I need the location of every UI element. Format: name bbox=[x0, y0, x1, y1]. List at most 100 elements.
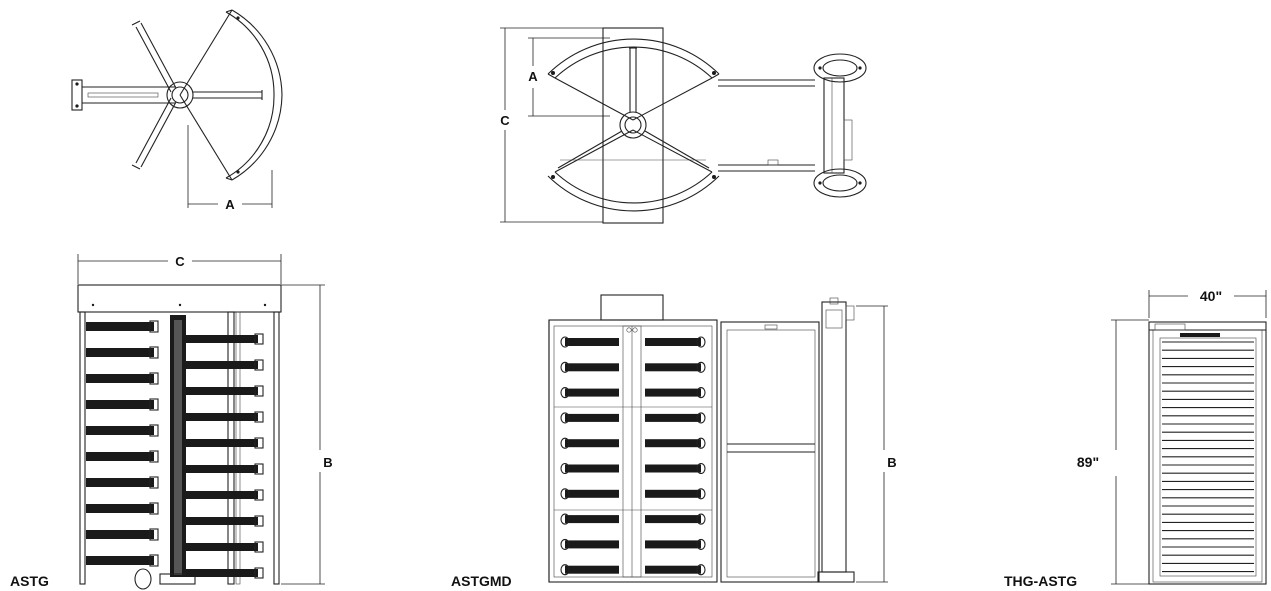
bar-left bbox=[565, 388, 619, 397]
bar-cap bbox=[560, 538, 570, 550]
bar-left bbox=[86, 452, 154, 461]
bar-left bbox=[86, 374, 154, 383]
rotor-bars-front1 bbox=[86, 320, 264, 579]
gate-extension bbox=[718, 53, 867, 198]
bar-cap bbox=[149, 528, 159, 541]
bar-cap bbox=[254, 489, 264, 501]
bar-cap bbox=[149, 320, 159, 333]
bar-cap bbox=[696, 538, 706, 550]
frame-outline bbox=[602, 27, 664, 224]
post-base-bottom bbox=[813, 168, 867, 198]
bar-cap bbox=[149, 502, 159, 515]
bar-cap bbox=[560, 361, 570, 373]
dimension-b-front1: B bbox=[281, 284, 333, 585]
bar-cap bbox=[254, 515, 264, 527]
bar-left bbox=[565, 464, 619, 473]
bar-cap bbox=[560, 437, 570, 449]
bar-right bbox=[186, 517, 258, 525]
bar-cap bbox=[254, 567, 264, 579]
bar-left bbox=[86, 478, 154, 487]
bar-right bbox=[186, 335, 258, 343]
motor-housing bbox=[600, 294, 664, 321]
dim-label-40in: 40" bbox=[1200, 288, 1222, 304]
bar-left bbox=[86, 400, 154, 409]
bar-cap bbox=[149, 424, 159, 437]
bar-cap bbox=[254, 541, 264, 553]
dim-label-c-2: C bbox=[500, 113, 510, 128]
bar-cap bbox=[149, 450, 159, 463]
bar-right bbox=[186, 543, 258, 551]
bar-cap bbox=[696, 336, 706, 348]
bar-cap bbox=[696, 412, 706, 424]
bar-left bbox=[565, 565, 619, 574]
bar-cap bbox=[696, 564, 706, 576]
top-view-astgmd: A C bbox=[500, 27, 867, 224]
bar-right bbox=[645, 439, 701, 448]
bar-cap bbox=[696, 513, 706, 525]
bar-right bbox=[645, 363, 701, 372]
bar-cap bbox=[254, 359, 264, 371]
dimension-height-front3: 89" bbox=[1077, 319, 1149, 585]
dim-label-c-1: C bbox=[175, 254, 185, 269]
bar-cap bbox=[560, 412, 570, 424]
dim-label-a-2: A bbox=[528, 69, 538, 84]
dimension-c-front1: C bbox=[77, 254, 282, 284]
bar-cap bbox=[254, 463, 264, 475]
top-view-astg: A bbox=[71, 9, 283, 212]
bar-right bbox=[645, 515, 701, 524]
bar-right bbox=[186, 491, 258, 499]
bar-cap bbox=[696, 437, 706, 449]
bar-cap bbox=[560, 336, 570, 348]
dimension-width-front3: 40" bbox=[1148, 288, 1267, 318]
bar-cap bbox=[149, 554, 159, 567]
bar-right bbox=[186, 413, 258, 421]
bar-left bbox=[86, 530, 154, 539]
front-view-astg: C B ASTG bbox=[10, 254, 333, 590]
gate-post bbox=[821, 301, 847, 573]
bar-cap bbox=[254, 411, 264, 423]
dim-label-a: A bbox=[225, 197, 235, 212]
rotor-bars-front2 bbox=[560, 336, 706, 576]
bar-left bbox=[565, 515, 619, 524]
bar-right bbox=[645, 413, 701, 422]
bar-right bbox=[645, 489, 701, 498]
bar-left bbox=[565, 338, 619, 346]
bar-right bbox=[186, 439, 258, 447]
bar-cap bbox=[149, 476, 159, 489]
post-base-top bbox=[813, 53, 867, 83]
bar-cap bbox=[560, 513, 570, 525]
dim-label-89in: 89" bbox=[1077, 454, 1099, 470]
bar-left bbox=[86, 426, 154, 435]
bar-left bbox=[565, 439, 619, 448]
rotor-hub bbox=[166, 81, 194, 109]
bar-right bbox=[645, 464, 701, 473]
bar-right bbox=[645, 388, 701, 397]
cabinet-thg bbox=[1148, 321, 1267, 585]
bar-cap bbox=[149, 346, 159, 359]
bar-cap bbox=[560, 387, 570, 399]
bar-cap bbox=[254, 437, 264, 449]
wall-plate bbox=[71, 79, 83, 111]
bar-left bbox=[86, 556, 154, 565]
model-label-thg-astg: THG-ASTG bbox=[1004, 573, 1077, 589]
model-label-astg: ASTG bbox=[10, 573, 49, 589]
front-view-astgmd: B ASTGMD bbox=[451, 294, 897, 589]
bar-right bbox=[186, 465, 258, 473]
dimension-b-front2: B bbox=[856, 305, 897, 583]
bar-cap bbox=[149, 398, 159, 411]
bar-right bbox=[645, 540, 701, 549]
bar-cap bbox=[254, 385, 264, 397]
bar-right bbox=[645, 338, 701, 346]
rotor-hub-2 bbox=[619, 111, 647, 139]
bar-cap bbox=[560, 564, 570, 576]
bar-left bbox=[565, 413, 619, 422]
dim-label-b-2: B bbox=[887, 455, 896, 470]
bar-left bbox=[565, 540, 619, 549]
dimension-c-top2: C bbox=[500, 27, 603, 223]
bar-right bbox=[186, 569, 258, 577]
bar-left bbox=[565, 489, 619, 498]
model-label-astgmd: ASTGMD bbox=[451, 573, 512, 589]
dimension-a-top2: A bbox=[528, 37, 610, 117]
bar-cap bbox=[560, 462, 570, 475]
